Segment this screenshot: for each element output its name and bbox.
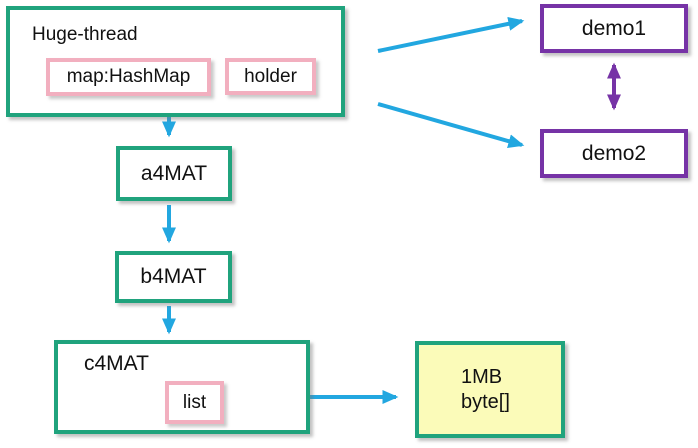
- arrow-hugethread-to-demo1: [377, 16, 525, 53]
- byte-array-type-label: byte[]: [461, 390, 510, 413]
- huge-thread-label: Huge-thread: [32, 24, 138, 45]
- b4mat-node: b4MAT: [115, 251, 232, 303]
- byte-array-node: 1MB byte[]: [415, 341, 565, 438]
- c4mat-node: c4MAT list: [54, 340, 310, 434]
- demo2-label: demo2: [581, 141, 647, 165]
- holder-field: holder: [225, 58, 316, 95]
- a4mat-label: a4MAT: [140, 161, 208, 185]
- map-hashmap-label: map:HashMap: [66, 66, 191, 87]
- huge-thread-node: Huge-thread map:HashMap holder: [6, 6, 345, 117]
- demo1-label: demo1: [581, 16, 647, 40]
- holder-label: holder: [244, 65, 297, 87]
- c4mat-label: c4MAT: [84, 352, 149, 375]
- a4mat-node: a4MAT: [116, 146, 232, 201]
- list-field: list: [165, 381, 224, 424]
- b4mat-label: b4MAT: [140, 265, 207, 288]
- list-label: list: [182, 391, 207, 413]
- map-hashmap-field: map:HashMap: [46, 58, 211, 96]
- byte-array-size-label: 1MB: [461, 365, 503, 388]
- arrow-hugethread-to-demo2: [377, 102, 525, 149]
- demo2-node: demo2: [540, 129, 688, 178]
- demo1-node: demo1: [540, 4, 688, 53]
